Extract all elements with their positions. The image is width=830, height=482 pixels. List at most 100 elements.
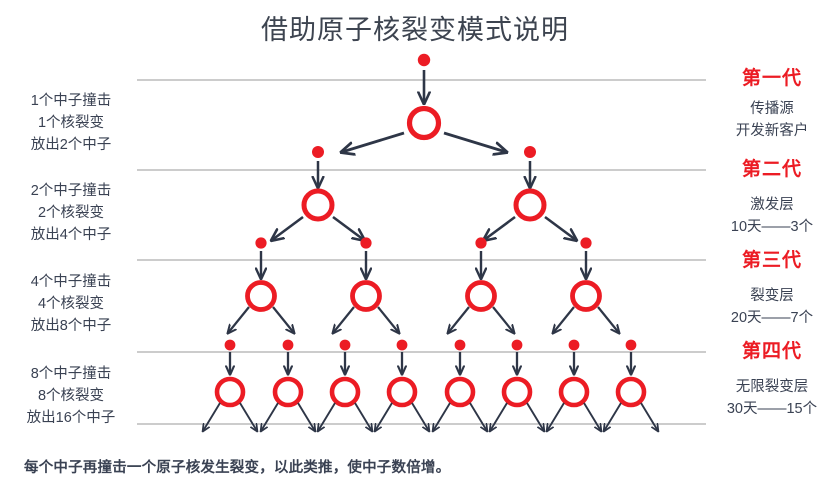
fission-arrow-left	[448, 306, 470, 333]
nucleus-ring	[214, 376, 246, 408]
generation-1-group	[342, 53, 506, 152]
fission-arrow-right	[583, 402, 601, 431]
neutron-dot	[568, 339, 580, 351]
fission-arrow-left	[375, 402, 393, 431]
page-title: 借助原子核裂变模式说明	[261, 15, 569, 45]
neutron-dot	[360, 237, 372, 249]
right-label-gen1-line2: 开发新客户	[735, 123, 809, 139]
left-label-gen4-line2: 8个核裂变	[37, 388, 105, 404]
left-label-gen1-line3: 放出2个中子	[30, 137, 112, 153]
fission-arrow-left	[333, 306, 355, 333]
nucleus-ring	[501, 376, 533, 408]
fission-arrow-left	[342, 131, 405, 152]
fission-arrow-right	[526, 402, 544, 431]
fission-arrow-right	[640, 402, 658, 431]
fission-arrow-right	[492, 306, 514, 333]
fission-arrow-right	[332, 215, 364, 240]
neutron-dot	[625, 339, 637, 351]
fission-arrow-right	[443, 131, 506, 152]
right-label-gen3-line1: 裂变层	[750, 288, 794, 304]
fission-arrow-right	[377, 306, 399, 333]
fission-arrow-left	[228, 306, 250, 333]
fission-arrow-right	[354, 402, 372, 431]
left-label-gen2-line2: 2个核裂变	[37, 205, 105, 221]
fission-arrow-left	[484, 215, 516, 240]
right-label-gen4-title: 第四代	[741, 341, 802, 362]
neutron-dot	[580, 237, 592, 249]
right-label-gen1: 第一代 传播源 开发新客户	[714, 67, 830, 142]
right-label-gen2-title: 第二代	[741, 159, 802, 180]
neutron-dot	[339, 339, 351, 351]
left-label-gen3: 4个中子撞击 4个核裂变 放出8个中子	[8, 271, 134, 337]
footer-caption: 每个中子再撞击一个原子核发生裂变，以此类推，使中子数倍增。	[24, 460, 451, 476]
fission-arrow-left	[553, 306, 575, 333]
generation-3-group	[228, 237, 619, 333]
right-label-gen2: 第二代 激发层 10天——3个	[714, 158, 830, 238]
right-label-gen4-line2: 30天——15个	[726, 401, 818, 417]
fission-arrow-left	[604, 402, 622, 431]
left-label-gen4-line3: 放出16个中子	[26, 410, 116, 426]
nucleus-ring	[570, 280, 602, 312]
generation-4-group	[203, 339, 658, 431]
neutron-dot	[282, 339, 294, 351]
left-label-gen1-line1: 1个中子撞击	[30, 93, 112, 109]
fission-arrow-right	[297, 402, 315, 431]
left-label-gen3-line1: 4个中子撞击	[30, 274, 112, 290]
neutron-dot	[475, 237, 487, 249]
neutron-dot	[524, 146, 536, 158]
nucleus-ring	[513, 188, 547, 222]
fission-arrow-right	[239, 402, 257, 431]
neutron-dot	[224, 339, 236, 351]
left-label-gen4-line1: 8个中子撞击	[30, 366, 112, 382]
neutron-dot	[255, 237, 267, 249]
nucleus-ring	[350, 280, 382, 312]
right-label-gen3: 第三代 裂变层 20天——7个	[714, 249, 830, 329]
neutron-dot	[312, 146, 324, 158]
nucleus-ring	[465, 280, 497, 312]
nucleus-ring	[245, 280, 277, 312]
nucleus-ring	[558, 376, 590, 408]
fission-arrow-right	[469, 402, 487, 431]
fission-arrow-left	[547, 402, 565, 431]
nucleus-ring	[406, 105, 442, 141]
right-label-gen2-line2: 10天——3个	[730, 219, 814, 235]
generation-rules	[137, 79, 706, 425]
fission-arrow-left	[490, 402, 508, 431]
fission-arrow-left	[272, 215, 304, 240]
fission-arrow-left	[318, 402, 336, 431]
left-label-gen3-line2: 4个核裂变	[37, 296, 105, 312]
fission-arrow-left	[261, 402, 279, 431]
neutron-dot	[396, 339, 408, 351]
nucleus-ring	[329, 376, 361, 408]
right-label-gen4: 第四代 无限裂变层 30天——15个	[714, 340, 830, 420]
neutron-dot	[511, 339, 523, 351]
fission-arrow-left	[433, 402, 451, 431]
fission-arrow-right	[544, 215, 576, 240]
left-label-gen2: 2个中子撞击 2个核裂变 放出4个中子	[8, 180, 134, 246]
fission-arrow-right	[411, 402, 429, 431]
right-label-gen2-line1: 激发层	[750, 197, 794, 213]
neutron-dot	[454, 339, 466, 351]
left-label-gen1-line2: 1个核裂变	[37, 115, 105, 131]
neutron-dot	[417, 53, 431, 67]
fission-arrow-left	[203, 402, 221, 431]
nucleus-ring	[301, 188, 335, 222]
left-label-gen3-line3: 放出8个中子	[30, 318, 112, 334]
right-label-gen1-title: 第一代	[741, 68, 802, 89]
nucleus-ring	[615, 376, 647, 408]
right-label-gen3-line2: 20天——7个	[730, 310, 814, 326]
right-label-gen3-title: 第三代	[741, 250, 802, 271]
right-label-gen1-line1: 传播源	[750, 101, 794, 117]
generation-2-group	[272, 146, 576, 240]
nucleus-ring	[444, 376, 476, 408]
left-label-gen4: 8个中子撞击 8个核裂变 放出16个中子	[8, 363, 134, 429]
fission-arrow-right	[597, 306, 619, 333]
right-label-gen4-line1: 无限裂变层	[735, 379, 809, 395]
nucleus-ring	[272, 376, 304, 408]
left-label-gen2-line3: 放出4个中子	[30, 227, 112, 243]
nucleus-ring	[386, 376, 418, 408]
fission-arrow-right	[272, 306, 294, 333]
left-label-gen2-line1: 2个中子撞击	[30, 183, 112, 199]
